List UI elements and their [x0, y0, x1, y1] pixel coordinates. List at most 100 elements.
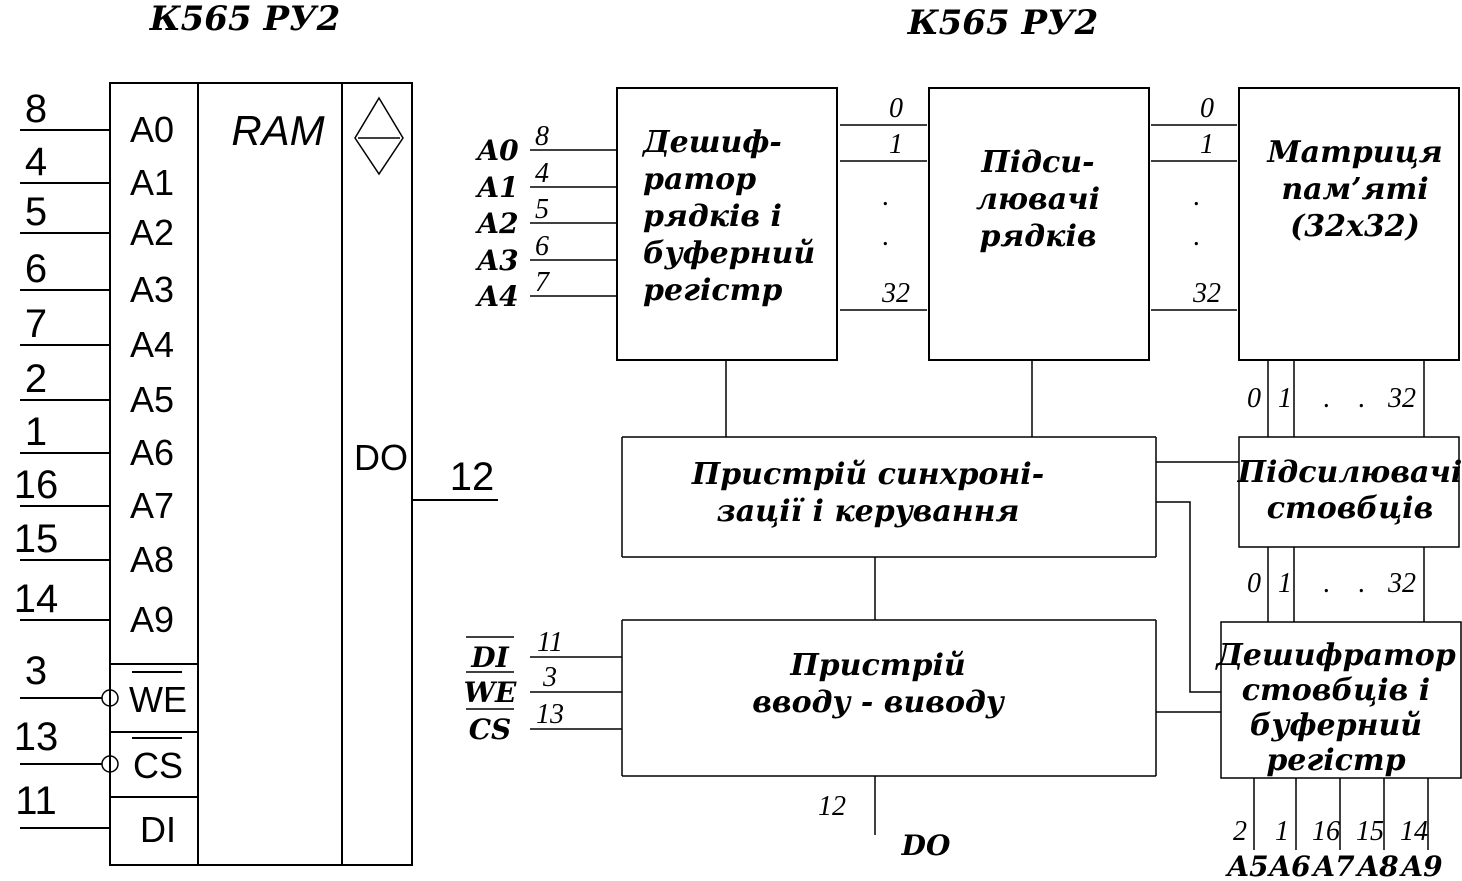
row-input-number: 4 — [535, 158, 549, 189]
control-pin-number: 13 — [14, 715, 59, 759]
memory-matrix-block — [1238, 87, 1460, 361]
control-pin-number: 11 — [15, 779, 57, 823]
do-signal-label: DO — [901, 829, 951, 862]
row-input-number: 6 — [535, 231, 549, 262]
bus-label-0: 0 — [889, 93, 903, 124]
block-text-line: стовбців і — [1242, 673, 1430, 708]
block-text-line: Пристрій — [789, 648, 965, 683]
column-bus-label-32: 32 — [1387, 568, 1416, 599]
column-output-number: 1 — [1275, 816, 1289, 847]
bus-dot: . — [1194, 221, 1201, 252]
address-pin-name: A8 — [130, 539, 174, 580]
block-text-line: рядків — [979, 219, 1096, 254]
block-text-line: Дешиф- — [641, 125, 782, 160]
block-text-line: рядків і — [643, 199, 782, 234]
block-text-line: пам’яті — [1281, 172, 1428, 207]
block-text-line: Підсилювачі — [1237, 455, 1462, 490]
address-pin-number: 8 — [25, 87, 47, 131]
block-text-line: буферний — [643, 236, 815, 271]
ram-symbol: RAM DO 12 — [109, 82, 498, 866]
block-text-line: (32х32) — [1290, 209, 1420, 244]
block-text-line: буферний — [1250, 708, 1422, 743]
right-title: К565 РУ2 — [907, 3, 1099, 43]
row-input-name: A2 — [474, 207, 518, 240]
block-text-line: регістр — [643, 273, 782, 308]
column-bus-dot: . — [1359, 568, 1366, 599]
column-output-number: 16 — [1312, 816, 1340, 847]
column-bus-label-0: 0 — [1247, 383, 1261, 414]
column-bus-label-32: 32 — [1387, 383, 1416, 414]
column-output-name: A8 — [1354, 850, 1398, 881]
block-text-line: Дешифратор — [1214, 638, 1456, 673]
address-pin-name: A6 — [130, 432, 174, 473]
column-bus-dot: . — [1359, 383, 1366, 414]
address-pin-number: 7 — [25, 302, 47, 346]
column-bus-label-1: 1 — [1278, 568, 1292, 599]
bus-label-1: 1 — [889, 129, 903, 160]
address-pin-number: 16 — [14, 463, 59, 507]
bus-label-32: 32 — [881, 278, 910, 309]
do-pin-number: 12 — [818, 791, 846, 822]
block-text-line: Матриця — [1266, 135, 1442, 170]
row-input-name: A3 — [474, 244, 518, 277]
io-input-number: 11 — [537, 627, 563, 658]
row-input-name: A4 — [474, 280, 518, 313]
io-input-name: DI — [470, 641, 509, 674]
block-text-line: Пристрій синхроні- — [691, 457, 1044, 492]
address-pin-number: 2 — [25, 357, 47, 401]
ram-body — [109, 82, 413, 866]
sync-control-label: Пристрій синхроні-зації і керування — [691, 457, 1044, 529]
control-pin-name: CS — [133, 745, 183, 786]
address-pin-name: A2 — [130, 212, 174, 253]
row-bus-1: 01..32 — [840, 93, 927, 311]
row-input-number: 8 — [535, 121, 549, 152]
block-text-line: вводу - виводу — [752, 685, 1006, 720]
control-pin-name: WE — [129, 679, 187, 720]
row-decoder-block — [616, 87, 838, 361]
inversion-circle-icon — [101, 755, 119, 773]
row-input-name: A0 — [474, 134, 519, 167]
column-output-name: A5 — [1224, 850, 1268, 881]
address-pin-name: A3 — [130, 269, 174, 310]
column-bus-dot: . — [1324, 568, 1331, 599]
column-output-number: 2 — [1233, 816, 1247, 847]
row-amplifiers-block — [928, 87, 1150, 361]
column-output-number: 14 — [1400, 816, 1428, 847]
block-text-line: лювачі — [976, 182, 1100, 217]
row-input-number: 5 — [535, 194, 549, 225]
row-bus-2: 01..32 — [1151, 93, 1237, 311]
column-output-name: A9 — [1398, 850, 1442, 881]
address-pin-number: 15 — [14, 517, 59, 561]
block-text-line: ратор — [643, 162, 756, 197]
output-label: DO — [354, 437, 408, 478]
address-pin-name: A4 — [130, 324, 174, 365]
address-pin-number: 6 — [25, 247, 47, 291]
control-pin-name: DI — [140, 809, 176, 850]
row-input-name: A1 — [474, 171, 518, 204]
address-pin-number: 4 — [25, 140, 47, 184]
column-bus-dot: . — [1324, 383, 1331, 414]
column-output-name: A6 — [1266, 850, 1310, 881]
io-input-name: CS — [469, 713, 512, 746]
address-pin-name: A5 — [130, 379, 174, 420]
column-output-number: 15 — [1356, 816, 1384, 847]
column-bus-label-0: 0 — [1247, 568, 1261, 599]
row-input-number: 7 — [535, 267, 550, 298]
io-input-number: 3 — [542, 662, 557, 693]
column-amplifiers-block — [1238, 436, 1460, 548]
output-pin-number: 12 — [450, 455, 495, 499]
bus-label-1: 1 — [1200, 129, 1214, 160]
block-text-line: Підси- — [980, 145, 1094, 180]
ram-label: RAM — [231, 107, 324, 154]
address-pin-name: A0 — [130, 109, 174, 150]
left-title: К565 РУ2 — [149, 0, 341, 39]
